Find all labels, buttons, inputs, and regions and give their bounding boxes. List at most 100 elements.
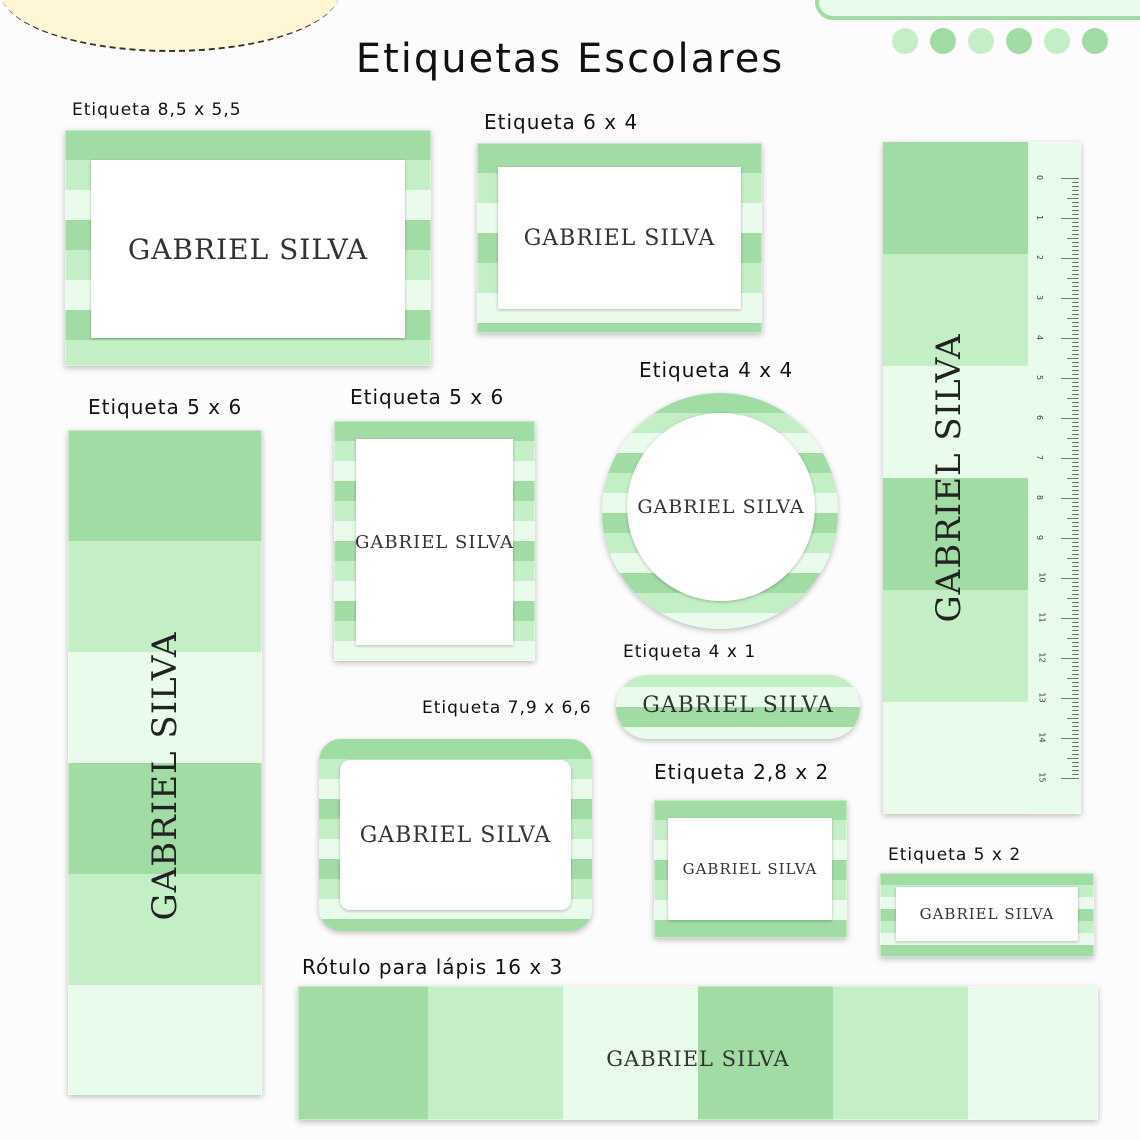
ruler-tick — [1072, 226, 1079, 227]
ruler-tick — [1061, 738, 1079, 739]
ruler-tick — [1061, 538, 1079, 539]
ruler-tick — [1072, 206, 1079, 207]
caption-2-8x2: Etiqueta 2,8 x 2 — [654, 760, 830, 784]
ruler-number: 8 — [1035, 494, 1045, 501]
decor-dot — [1082, 28, 1108, 54]
decor-dot — [930, 28, 956, 54]
ruler-tick — [1072, 590, 1079, 591]
name-text: GABRIEL SILVA — [145, 631, 185, 921]
ruler-number: 13 — [1037, 692, 1047, 703]
ruler-tick — [1072, 346, 1079, 347]
ruler-tick — [1072, 242, 1079, 243]
ruler-number: 3 — [1035, 294, 1045, 301]
ruler-tick — [1072, 262, 1079, 263]
ruler-tick — [1072, 502, 1079, 503]
ruler-tick — [1072, 442, 1079, 443]
caption-5x6: Etiqueta 5 x 6 — [350, 385, 505, 409]
ruler-tick — [1061, 178, 1079, 179]
ruler-tick — [1061, 498, 1079, 499]
ruler-tick — [1072, 726, 1079, 727]
ruler-tick — [1067, 518, 1079, 519]
ruler-number: 10 — [1037, 572, 1047, 583]
ruler-tick — [1072, 762, 1079, 763]
ruler-number: 12 — [1037, 652, 1047, 663]
ruler-tick — [1061, 218, 1079, 219]
label-5x6-tall: GABRIEL SILVA — [68, 430, 262, 1095]
caption-4x1: Etiqueta 4 x 1 — [623, 642, 757, 662]
ruler-tick — [1072, 526, 1079, 527]
caption-5x6-tall: Etiqueta 5 x 6 — [88, 395, 243, 419]
label-4x1: GABRIEL SILVA — [616, 675, 860, 739]
ruler-tick — [1072, 330, 1079, 331]
label-pencil: GABRIEL SILVA — [298, 986, 1098, 1120]
ruler-tick — [1072, 614, 1079, 615]
name-text: GABRIEL SILVA — [896, 887, 1078, 941]
ruler-tick — [1067, 318, 1079, 319]
ruler-tick — [1072, 310, 1079, 311]
caption-pencil: Rótulo para lápis 16 x 3 — [302, 955, 564, 979]
ruler-tick — [1072, 230, 1079, 231]
ruler-tick — [1072, 574, 1079, 575]
ruler-tick — [1072, 746, 1079, 747]
ruler-tick — [1072, 670, 1079, 671]
ruler-number: 7 — [1035, 454, 1045, 461]
ruler-number: 11 — [1037, 612, 1047, 623]
ruler-tick — [1067, 598, 1079, 599]
ruler-tick — [1061, 298, 1079, 299]
page-title: Etiquetas Escolares — [355, 36, 785, 82]
ruler-tick — [1072, 282, 1079, 283]
caption-4x4: Etiqueta 4 x 4 — [639, 358, 794, 382]
ruler-tick — [1072, 474, 1079, 475]
ruler-tick — [1072, 294, 1079, 295]
ruler-tick — [1072, 730, 1079, 731]
caption-8-5x5-5: Etiqueta 8,5 x 5,5 — [72, 100, 242, 120]
ruler-tick — [1067, 438, 1079, 439]
ruler-tick — [1072, 482, 1079, 483]
ruler-tick — [1072, 254, 1079, 255]
caption-6x4: Etiqueta 6 x 4 — [484, 110, 639, 134]
ruler-tick — [1072, 434, 1079, 435]
ruler-tick — [1067, 358, 1079, 359]
ruler-tick — [1072, 410, 1079, 411]
ruler-tick — [1072, 362, 1079, 363]
ruler-tick — [1072, 506, 1079, 507]
ruler-tick — [1072, 354, 1079, 355]
ruler-tick — [1072, 386, 1079, 387]
ruler-tick — [1072, 570, 1079, 571]
ruler-tick — [1061, 578, 1079, 579]
ruler-tick — [1072, 766, 1079, 767]
ruler-tick — [1072, 554, 1079, 555]
ruler-tick — [1072, 602, 1079, 603]
ruler-tick — [1072, 630, 1079, 631]
label-4x4: GABRIEL SILVA — [602, 393, 838, 629]
decor-dot — [1044, 28, 1070, 54]
ruler-tick — [1072, 626, 1079, 627]
ruler-tick — [1061, 778, 1079, 779]
ruler-tick — [1072, 774, 1079, 775]
ruler-tick — [1067, 758, 1079, 759]
ruler-tick — [1072, 314, 1079, 315]
ruler-tick — [1072, 450, 1079, 451]
ruler-tick — [1072, 222, 1079, 223]
ruler-tick — [1072, 734, 1079, 735]
ruler-number: 9 — [1035, 534, 1045, 541]
ruler-tick — [1072, 382, 1079, 383]
ruler-tick — [1067, 198, 1079, 199]
ruler-tick — [1072, 690, 1079, 691]
ruler-tick — [1072, 306, 1079, 307]
ruler-tick — [1061, 418, 1079, 419]
ruler-tick — [1072, 302, 1079, 303]
ruler-tick — [1072, 210, 1079, 211]
name-text: GABRIEL SILVA — [627, 413, 815, 601]
ruler-tick — [1072, 494, 1079, 495]
ruler-tick — [1072, 622, 1079, 623]
ruler-tick — [1072, 370, 1079, 371]
ruler-tick — [1072, 662, 1079, 663]
ruler-tick — [1072, 326, 1079, 327]
ruler-tick — [1067, 558, 1079, 559]
ruler-tick — [1072, 414, 1079, 415]
ruler-tick — [1072, 586, 1079, 587]
ruler-tick — [1072, 686, 1079, 687]
